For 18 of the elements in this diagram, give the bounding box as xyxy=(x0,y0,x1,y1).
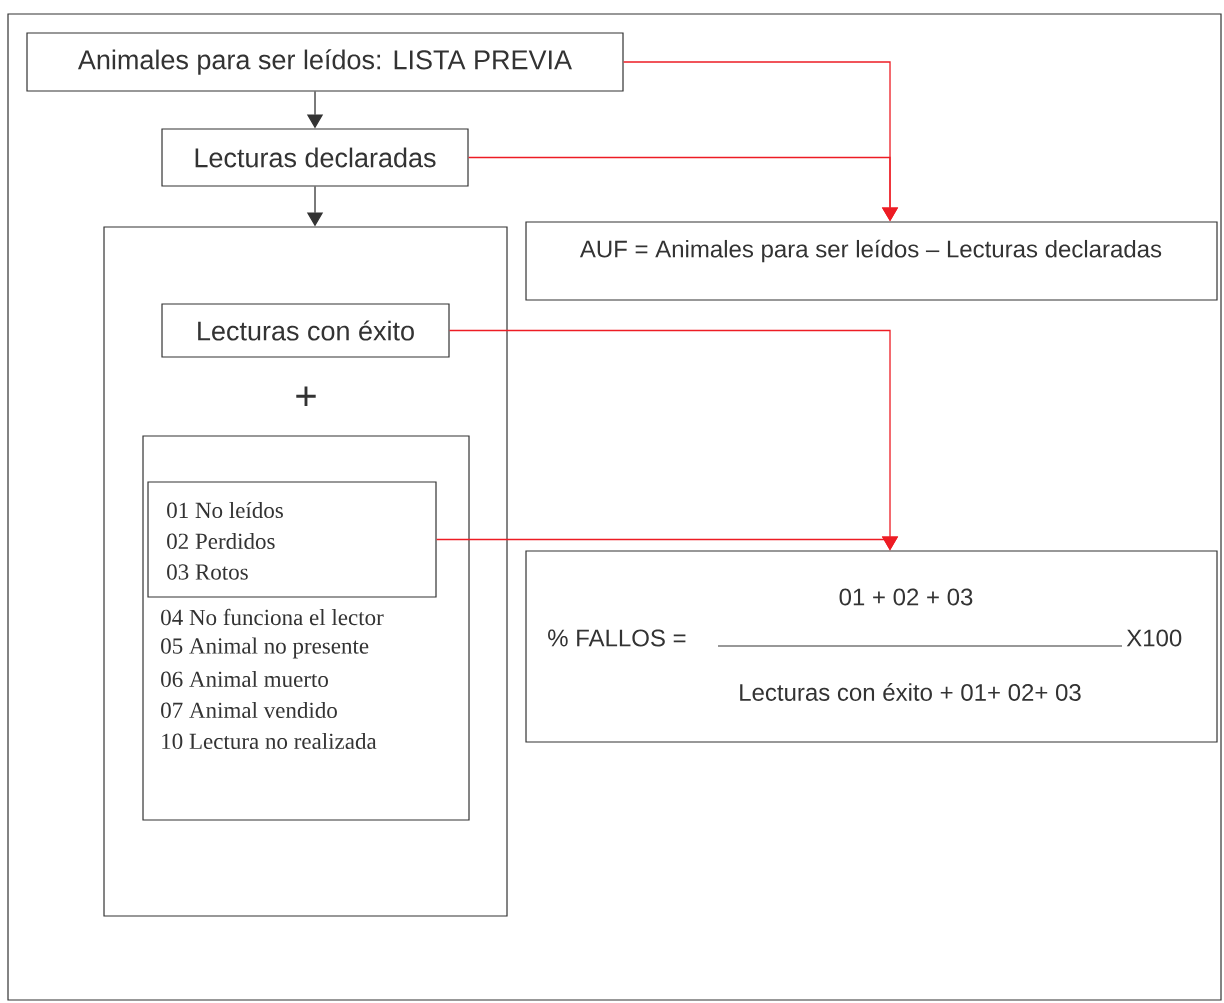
process-box: Lecturas declaradas xyxy=(161,128,469,187)
list-item: 03 Rotos xyxy=(167,564,248,580)
formula-text: % FALLOS = xyxy=(548,629,686,647)
plus-sign: + xyxy=(296,386,316,407)
process-box: Lecturas con éxito xyxy=(161,303,450,358)
formula-text: AUF = Animales para ser leídos – Lecturas declaradas xyxy=(579,239,1162,263)
denominator-text: Lecturas con éxito + 01+ 02+ 03 xyxy=(740,683,1081,701)
list-item: 05 Animal no presente xyxy=(161,637,369,659)
list-item: 02 Perdidos xyxy=(167,532,275,550)
process-box: Animales para ser leídos: LISTA PREVIA xyxy=(26,32,624,92)
list-item: 04 No funciona el lector xyxy=(161,608,384,626)
group-box xyxy=(103,226,508,917)
list-item: 06 Animal muerto xyxy=(161,670,328,688)
list-item: 10 Lectura no realizada xyxy=(162,732,377,750)
list-item: 01 No leídos xyxy=(167,501,283,519)
list-item: 07 Animal vendido xyxy=(161,701,337,719)
numerator-text: 01 + 02 + 03 xyxy=(839,588,973,606)
formula-text: X100 xyxy=(1126,629,1182,647)
